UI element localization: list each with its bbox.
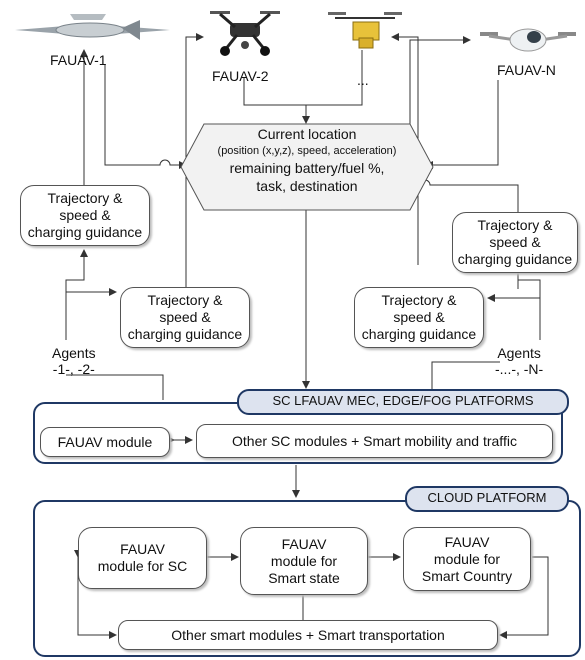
uav-label-1: FAUAV-1: [50, 52, 107, 68]
agents-right-title: Agents: [497, 345, 541, 361]
agents-right-ids: -...-, -N-: [495, 361, 544, 377]
guidance-box-left-1: Trajectory & speed & charging guidance: [20, 185, 150, 246]
guidance-box-right-1: Trajectory & speed & charging guidance: [452, 212, 578, 273]
guidance-line-2: speed &: [393, 309, 445, 325]
guidance-line-2: speed &: [159, 309, 211, 325]
guidance-line-1: Trajectory &: [47, 190, 123, 206]
guidance-line-2: speed &: [59, 207, 111, 223]
module-line: module for: [433, 550, 501, 567]
module-line: module for SC: [97, 558, 188, 574]
module-line: module for: [270, 552, 338, 569]
agents-left-title: Agents: [52, 345, 96, 361]
guidance-box-right-2: Trajectory & speed & charging guidance: [354, 287, 484, 348]
guidance-box-left-2: Trajectory & speed & charging guidance: [120, 287, 250, 348]
quadcopter-uav-icon: [210, 11, 280, 56]
uav-label-n: FAUAV-N: [497, 62, 556, 78]
other-sc-modules-box: Other SC modules + Smart mobility and tr…: [196, 424, 553, 458]
cloud-platform-tag: CLOUD PLATFORM: [405, 486, 569, 512]
location-task: task, destination: [256, 178, 358, 194]
agents-right: Agents -...-, -N-: [495, 345, 543, 377]
other-smart-modules-box: Other smart modules + Smart transportati…: [118, 620, 498, 650]
location-title: Current location: [257, 126, 357, 142]
delivery-drone-icon: [328, 12, 402, 49]
location-battery: remaining battery/fuel %,: [229, 160, 385, 176]
fixed-wing-uav-icon: [15, 14, 170, 40]
agents-left: Agents -1-, -2-: [52, 345, 96, 377]
fauav-module-state-box: FAUAV module for Smart state: [240, 527, 368, 595]
guidance-line-3: charging guidance: [361, 326, 477, 342]
guidance-line-3: charging guidance: [127, 326, 243, 342]
guidance-line-1: Trajectory &: [381, 292, 457, 308]
guidance-line-1: Trajectory &: [477, 217, 553, 233]
cloud-platform-region: [33, 500, 581, 657]
fauav-module-box: FAUAV module: [40, 427, 170, 457]
module-line: FAUAV: [281, 535, 327, 552]
passenger-drone-icon: [480, 28, 576, 52]
mec-platform-tag: SC LFAUAV MEC, EDGE/FOG PLATFORMS: [237, 389, 569, 415]
uav-label-ellipsis: ...: [357, 72, 369, 88]
location-kinematics: (position (x,y,z), speed, acceleration): [217, 145, 397, 157]
module-line: Smart state: [268, 569, 340, 586]
module-line: FAUAV: [444, 533, 490, 550]
guidance-line-1: Trajectory &: [147, 292, 223, 308]
guidance-line-3: charging guidance: [27, 224, 143, 240]
module-line: Smart Country: [421, 567, 513, 584]
guidance-line-2: speed &: [489, 234, 541, 250]
current-location-text: Current location (position (x,y,z), spee…: [180, 125, 434, 195]
current-location-hexagon: [180, 123, 434, 211]
module-line: FAUAV: [120, 541, 165, 557]
fauav-module-country-box: FAUAV module for Smart Country: [403, 527, 531, 591]
fauav-module-sc-box: FAUAV module for SC: [78, 527, 207, 589]
guidance-line-3: charging guidance: [457, 251, 573, 267]
uav-label-2: FAUAV-2: [212, 68, 269, 84]
agents-left-ids: -1-, -2-: [52, 361, 95, 377]
